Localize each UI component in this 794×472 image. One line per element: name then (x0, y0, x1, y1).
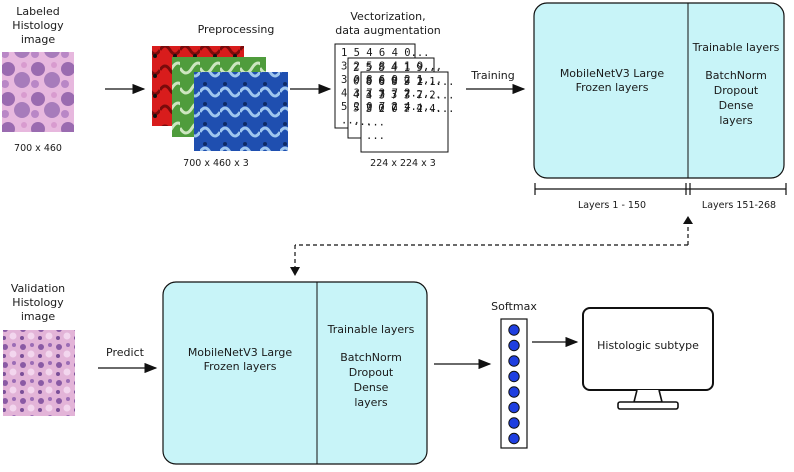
vector-row: 5 2 0 7 2 4... (353, 103, 442, 115)
model-top-trainable-item: Dense (719, 99, 754, 112)
vector-row: 4 3 7 3 7 2... (353, 89, 442, 101)
output-label: Histologic subtype (597, 339, 699, 352)
softmax-node (508, 432, 520, 445)
softmax-node (508, 401, 520, 414)
softmax-node (508, 324, 520, 336)
vector-row: 1 5 4 6 4 0... (341, 47, 430, 59)
vector-values: 1 5 4 6 4 0... 3 2 5 8 4 1 9...3 0 8 6 9 … (341, 47, 455, 142)
model-top-trainable-title: Trainable layers (692, 41, 780, 54)
model-bottom-frozen-line: MobileNetV3 Large (188, 346, 293, 359)
monitor-icon (582, 307, 714, 410)
validation-title-line: Histology (12, 296, 64, 309)
input-title-line: Histology (12, 19, 64, 32)
vectorization-label-line: Vectorization, (350, 10, 425, 23)
input-size-label: 700 x 460 (14, 143, 62, 154)
vector-row: 3 0 8 6 9 2 1... (341, 74, 442, 86)
validation-histology-image (3, 330, 75, 416)
vector-size-label: 224 x 224 x 3 (370, 158, 436, 169)
vector-row: 4 3 7 3 7 2... (341, 88, 430, 100)
vector-row: 4 3 7 3 7 2... (366, 90, 455, 102)
validation-title-line: image (21, 310, 55, 323)
layers-bracket (534, 183, 787, 195)
softmax-nodes (508, 324, 520, 445)
preprocessing-label: Preprocessing (198, 23, 275, 36)
weight-transfer-link (290, 216, 693, 276)
training-label: Training (470, 69, 514, 82)
model-bottom-box (162, 281, 428, 465)
vector-row: 0 8 6 9 2 1... (366, 76, 455, 88)
vectorization-label-line: data augmentation (335, 24, 441, 37)
model-top-trainable-item: BatchNorm (705, 69, 767, 82)
vector-row: ... (366, 117, 385, 129)
validation-title-line: Validation (11, 282, 65, 295)
softmax-node (508, 355, 520, 367)
model-top-box (533, 2, 785, 179)
model-top-trainable-item: Dropout (714, 84, 759, 97)
softmax-node (508, 339, 520, 352)
predict-label: Predict (106, 346, 145, 359)
vector-row: 0 8 6 9 2 1... (353, 76, 442, 88)
vector-row: 5 2 0 7 2 4... (366, 103, 455, 115)
vector-row: 3 2 5 8 4 1 9... (341, 61, 442, 73)
vector-row: ... (341, 115, 360, 127)
softmax-node (508, 370, 520, 383)
model-top-frozen-line: Frozen layers (576, 81, 649, 94)
vector-row: ... (366, 130, 385, 142)
labeled-histology-image (2, 52, 74, 132)
bracket-frozen-label: Layers 1 - 150 (578, 200, 646, 211)
model-top-trainable-item: layers (719, 114, 753, 127)
vector-row: 2 5 8 4 1 9... (353, 62, 442, 74)
bracket-trainable-label: Layers 151-268 (702, 200, 776, 211)
vector-sheet-front (360, 71, 449, 153)
channel-blue-image (194, 72, 288, 151)
softmax-node (508, 386, 520, 398)
model-bottom-trainable-item: layers (354, 396, 388, 409)
softmax-node (508, 417, 520, 429)
vector-row: 5 2 0 7 2 4... (341, 101, 430, 113)
model-top-frozen-line: MobileNetV3 Large (560, 67, 665, 80)
model-bottom-trainable-item: Dense (354, 381, 389, 394)
input-title-line: Labeled (16, 5, 59, 18)
model-bottom-trainable-title: Trainable layers (327, 323, 415, 336)
model-bottom-trainable-item: BatchNorm (340, 351, 402, 364)
softmax-label: Softmax (491, 300, 537, 313)
model-bottom-trainable-item: Dropout (349, 366, 394, 379)
preprocessing-size-label: 700 x 460 x 3 (183, 158, 249, 169)
vector-row: ... (353, 116, 372, 128)
input-title-line: image (21, 33, 55, 46)
model-bottom-frozen-line: Frozen layers (204, 360, 277, 373)
